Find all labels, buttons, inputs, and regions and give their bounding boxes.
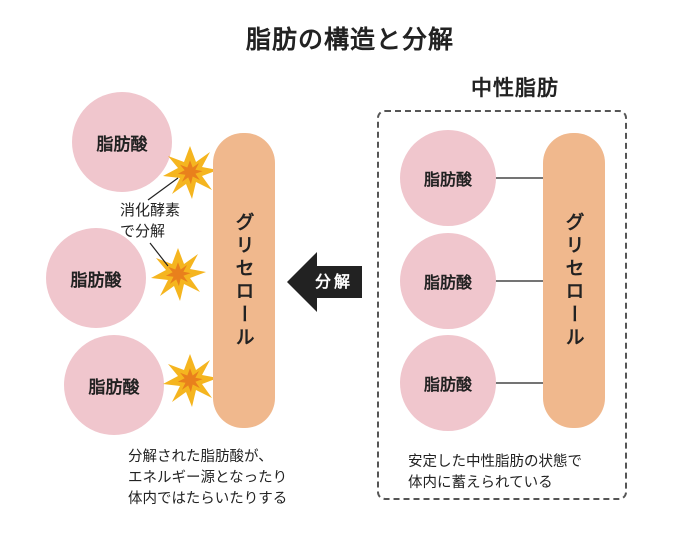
enzyme-label: 消化酵素 で分解 <box>120 200 210 242</box>
glycerol-bar-right: グリセロール <box>543 133 605 428</box>
burst-icon <box>151 248 206 301</box>
right-caption-line-2: 体内に蓄えられている <box>408 475 553 491</box>
fatty-acid-label: 脂肪酸 <box>88 377 140 398</box>
fatty-acid-left-2: 脂肪酸 <box>46 228 146 328</box>
left-caption-line-2: エネルギー源となったり <box>128 470 288 486</box>
fatty-acid-label: 脂肪酸 <box>423 375 472 394</box>
left-caption-line-1: 分解された脂肪酸が、 <box>128 449 273 465</box>
fatty-acid-label: 脂肪酸 <box>70 270 122 291</box>
fatty-acid-right-3: 脂肪酸 <box>400 335 496 431</box>
burst-icon <box>163 354 218 407</box>
triglyceride-title: 中性脂肪 <box>471 76 559 100</box>
fatty-acid-left-1: 脂肪酸 <box>72 92 172 192</box>
right-caption: 安定した中性脂肪の状態で 体内に蓄えられている <box>408 452 618 494</box>
triglyceride-box <box>377 110 627 500</box>
glycerol-label: グリセロール <box>562 211 585 350</box>
fatty-acid-label: 脂肪酸 <box>423 273 472 292</box>
right-caption-line-1: 安定した中性脂肪の状態で <box>408 454 582 470</box>
decompose-arrow-icon <box>287 252 362 312</box>
fatty-acid-label: 脂肪酸 <box>96 134 148 155</box>
fatty-acid-label: 脂肪酸 <box>423 170 472 189</box>
pointer-line <box>147 177 179 201</box>
enzyme-label-line-1: 消化酵素 <box>120 201 181 219</box>
left-caption: 分解された脂肪酸が、 エネルギー源となったり 体内ではたらいたりする <box>128 447 348 510</box>
fatty-acid-right-2: 脂肪酸 <box>400 233 496 329</box>
arrow-label: 分解 <box>314 272 353 291</box>
left-caption-line-3: 体内ではたらいたりする <box>128 491 288 507</box>
fatty-acid-right-1: 脂肪酸 <box>400 130 496 226</box>
glycerol-label: グリセロール <box>232 211 255 350</box>
diagram-title: 脂肪の構造と分解 <box>245 25 454 54</box>
pointer-line <box>149 242 169 267</box>
enzyme-label-line-2: で分解 <box>120 222 166 240</box>
fatty-acid-left-3: 脂肪酸 <box>64 335 164 435</box>
glycerol-bar-left: グリセロール <box>213 133 275 428</box>
burst-icon <box>163 146 218 199</box>
